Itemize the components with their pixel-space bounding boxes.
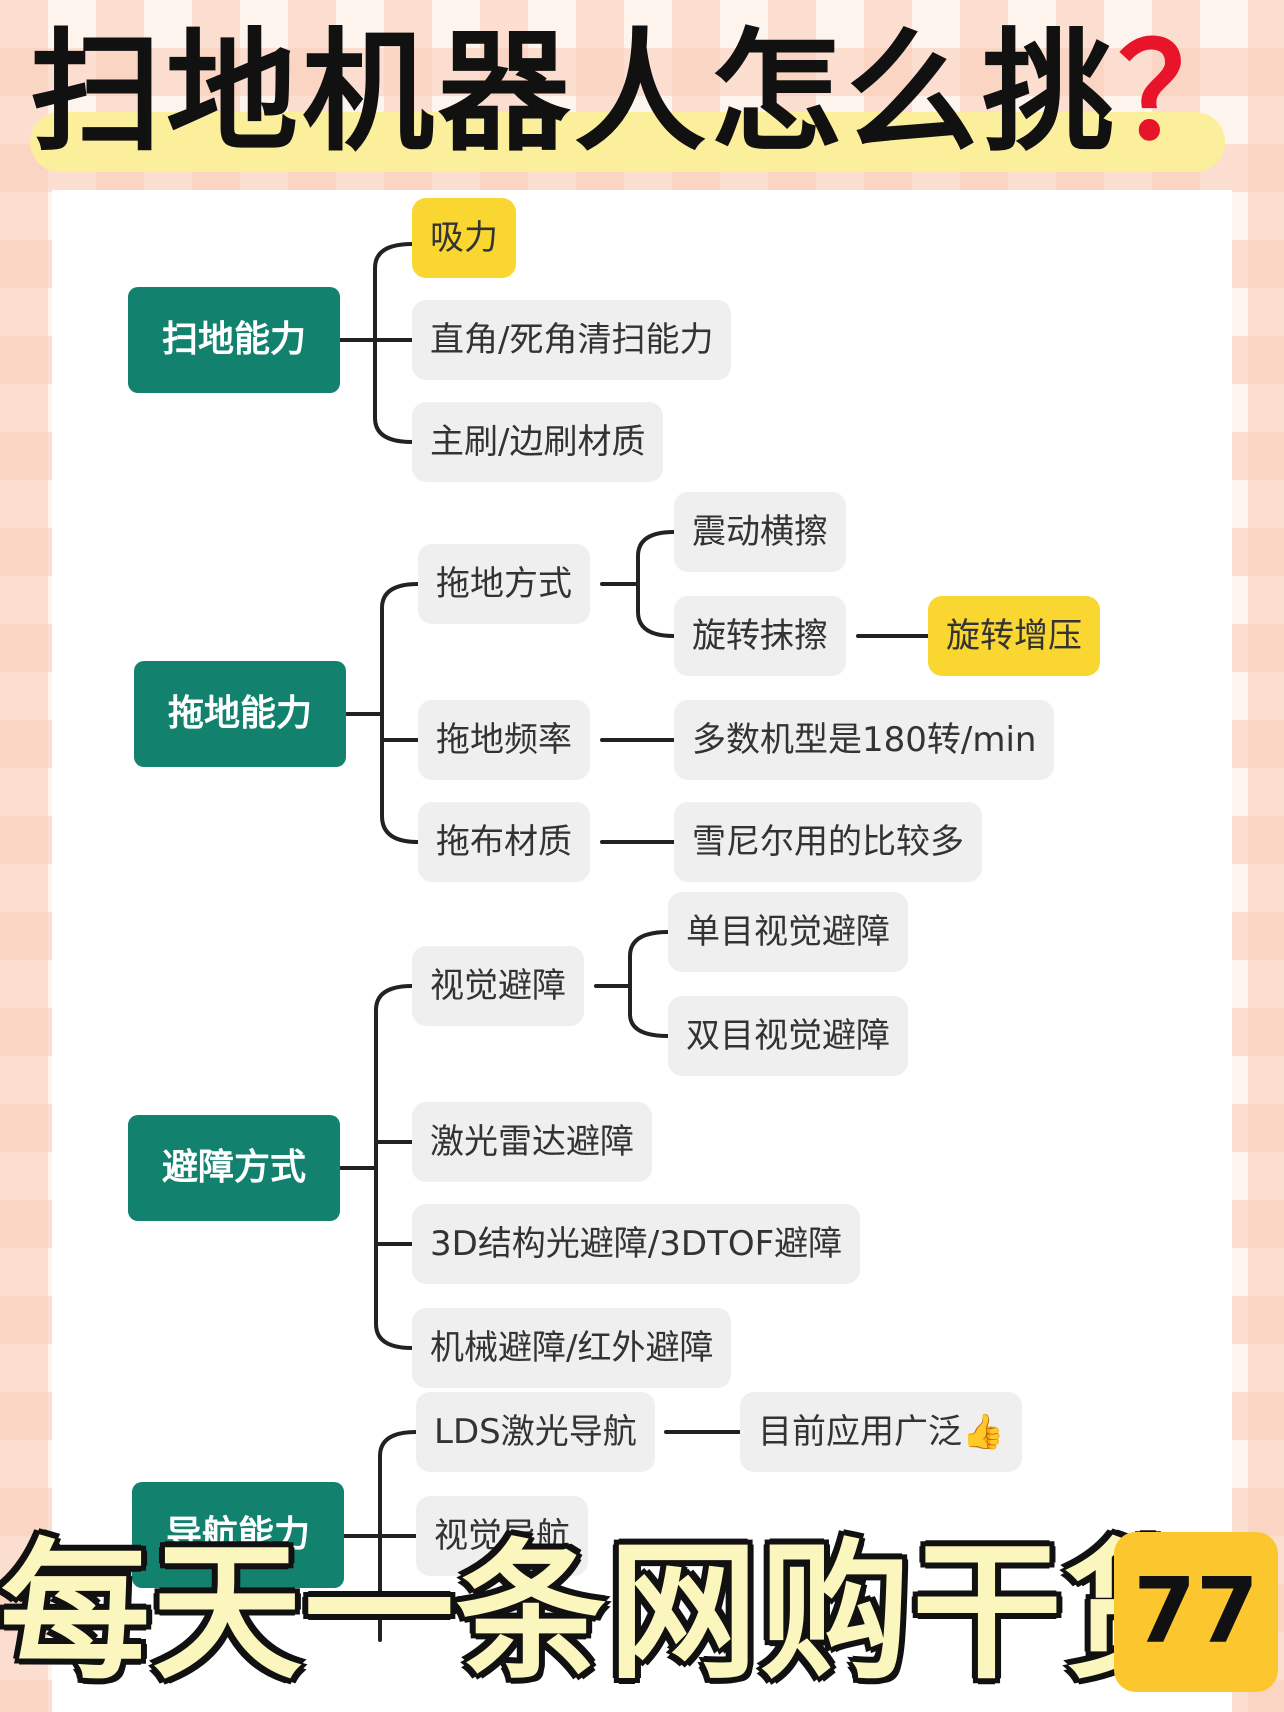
- episode-badge: 77: [1114, 1532, 1278, 1692]
- node-vibration-scrub: 震动横擦: [674, 492, 846, 572]
- node-stereo-vision: 双目视觉避障: [668, 996, 908, 1076]
- node-cloth-detail: 雪尼尔用的比较多: [674, 802, 982, 882]
- node-3d-avoid: 3D结构光避障/3DTOF避障: [412, 1204, 861, 1284]
- node-rotary-scrub: 旋转抹擦: [674, 596, 846, 676]
- title-highlight: [30, 112, 1225, 172]
- node-mop-frequency: 拖地频率: [418, 700, 590, 780]
- node-rotary-pressure: 旋转增压: [928, 596, 1100, 676]
- node-corner-cleaning: 直角/死角清扫能力: [412, 300, 732, 380]
- root-sweep: 扫地能力: [128, 287, 340, 393]
- node-mop-method: 拖地方式: [418, 544, 590, 624]
- title-area: 扫地机器人怎么挑？: [0, 0, 1284, 190]
- page-title: 扫地机器人怎么挑？: [0, 18, 1284, 168]
- node-lidar-avoid: 激光雷达避障: [412, 1102, 652, 1182]
- title-text: 扫地机器人怎么挑: [30, 16, 1118, 170]
- node-suction: 吸力: [412, 198, 516, 278]
- root-avoid: 避障方式: [128, 1115, 340, 1221]
- question-mark: ？: [1118, 16, 1254, 170]
- node-frequency-detail: 多数机型是180转/min: [674, 700, 1055, 780]
- node-mechanical-avoid: 机械避障/红外避障: [412, 1308, 732, 1388]
- node-cloth-material: 拖布材质: [418, 802, 590, 882]
- root-mop: 拖地能力: [134, 661, 346, 767]
- banner-text: 每天一条网购干货: [0, 1526, 1217, 1700]
- node-brush-material: 主刷/边刷材质: [412, 402, 664, 482]
- node-vision-avoid: 视觉避障: [412, 946, 584, 1026]
- node-vision-nav: 视觉导航: [416, 1496, 588, 1576]
- node-lds-nav: LDS激光导航: [416, 1392, 655, 1472]
- root-nav: 导航能力: [132, 1482, 344, 1588]
- node-lds-detail: 目前应用广泛👍: [740, 1392, 1023, 1472]
- node-mono-vision: 单目视觉避障: [668, 892, 908, 972]
